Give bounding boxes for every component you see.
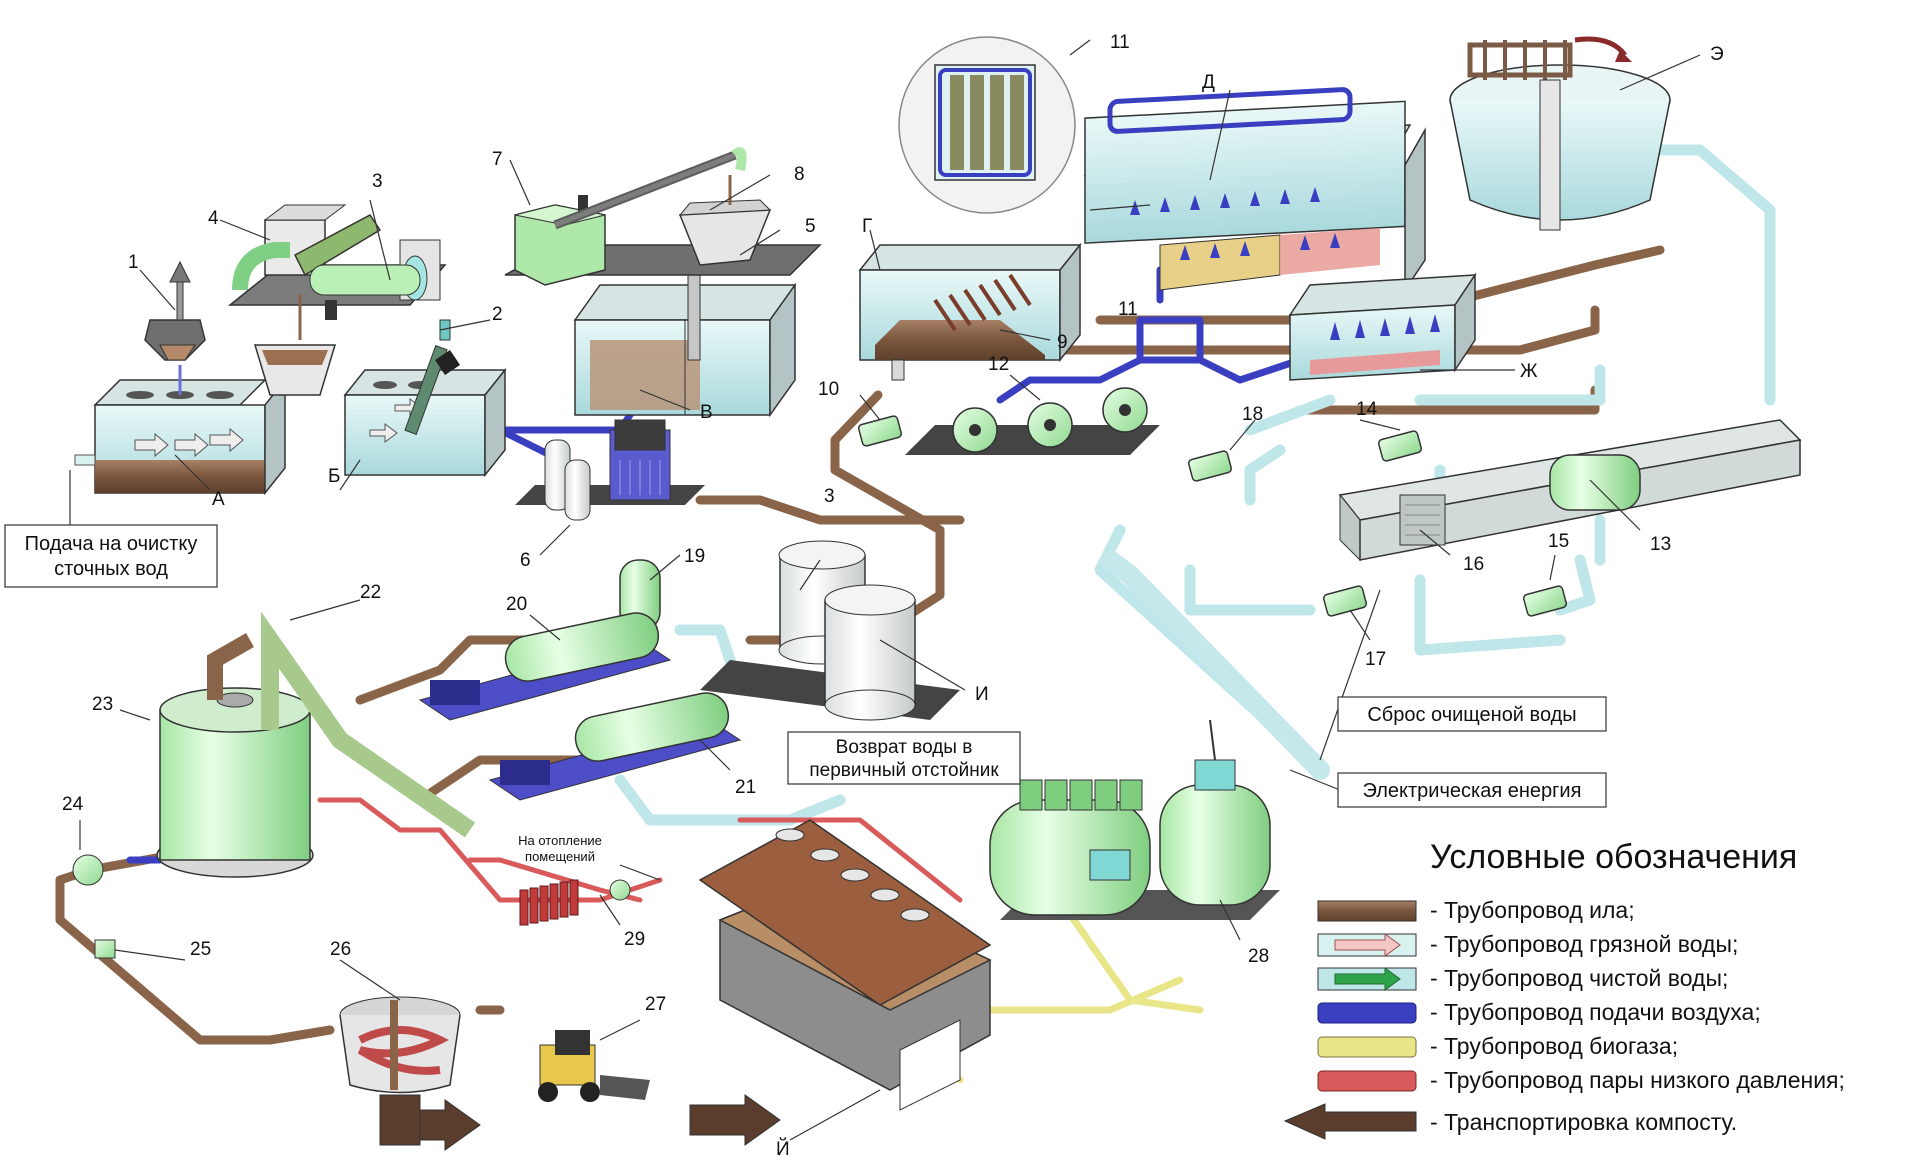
callout-discharge-text: Сброс очищеной воды [1367, 704, 1576, 726]
legend-item-dirty-water: - Трубопровод грязной воды; [1317, 931, 1738, 957]
label-10: 10 [818, 379, 839, 400]
tank-e [1449, 36, 1671, 231]
legend-item-compost: - Транспортировка компосту. [1283, 1103, 1737, 1140]
equipment-12-pumps [905, 387, 1160, 455]
equipment-6-blowers [515, 419, 705, 521]
legend-item-steam: - Трубопровод пары низкого давления; [1317, 1067, 1845, 1093]
label-29: 29 [624, 929, 645, 950]
callout-energy: Электрическая енергия [1337, 772, 1607, 808]
label-A: А [212, 489, 225, 510]
callout-input: Подача на очистку сточных вод [4, 524, 218, 588]
label-2: 2 [492, 304, 503, 325]
tank-g [858, 242, 1082, 381]
label-D: Д [1202, 72, 1215, 93]
label-12: 12 [988, 354, 1009, 375]
legend-item-sludge: - Трубопровод ила; [1317, 897, 1635, 923]
label-E: Э [1710, 44, 1724, 65]
legend-title: Условные обозначения [1430, 838, 1797, 876]
label-7: 7 [492, 149, 503, 170]
label-5: 5 [805, 216, 816, 237]
legend-label-sludge: - Трубопровод ила; [1430, 897, 1635, 923]
label-11a: 11 [1110, 32, 1130, 53]
label-19: 19 [684, 546, 705, 567]
label-14: 14 [1356, 399, 1378, 420]
equipment-7-8-conveyor [504, 147, 822, 286]
label-23: 23 [92, 694, 113, 715]
tank-a [74, 377, 286, 496]
tanks-3-and-i [700, 540, 960, 721]
legend-label-compost: - Транспортировка компосту. [1430, 1109, 1737, 1135]
callout-input-line2: сточных вод [54, 558, 168, 580]
label-16: 16 [1463, 554, 1484, 575]
label-3a: 3 [372, 171, 383, 192]
legend-item-air: - Трубопровод подачи воздуха; [1317, 999, 1761, 1025]
label-27: 27 [645, 994, 666, 1015]
label-1: 1 [128, 252, 139, 273]
callout-input-line1: Подача на очистку [25, 533, 198, 555]
label-24: 24 [62, 794, 84, 815]
valves [857, 415, 1568, 617]
callout-discharge: Сброс очищеной воды [1337, 696, 1607, 732]
building-y [698, 819, 992, 1111]
label-17: 17 [1365, 649, 1386, 670]
label-22: 22 [360, 582, 381, 603]
label-15: 15 [1548, 531, 1569, 552]
legend-label-biogas: - Трубопровод биогаза; [1430, 1033, 1678, 1059]
tank-zh [1288, 272, 1477, 381]
equipment-26-composter [339, 996, 481, 1151]
label-11b: 11 [1118, 299, 1138, 320]
callout-return: Возврат воды в первичный отстойник [787, 731, 1021, 785]
label-26: 26 [330, 939, 351, 960]
legend-label-air: - Трубопровод подачи воздуха; [1430, 999, 1761, 1025]
equipment-3-4-screw-press [227, 204, 447, 396]
legend: Условные обозначения - Трубопровод ила; … [1283, 838, 1845, 1140]
equipment-23-digester [156, 611, 476, 878]
callout-heating-line1: На отопление [518, 833, 602, 848]
equipment-28-generator [989, 719, 1280, 920]
equipment-1-hopper [144, 260, 206, 395]
label-20: 20 [506, 594, 527, 615]
legend-label-clean-water: - Трубопровод чистой воды; [1430, 965, 1728, 991]
equipment-13-16-filter [1338, 419, 1802, 562]
label-G: Г [862, 216, 872, 237]
equipment-11-detail [898, 36, 1076, 214]
label-25: 25 [190, 939, 211, 960]
label-I: И [975, 684, 989, 705]
label-3b: 3 [824, 486, 835, 507]
label-B: Б [328, 466, 340, 487]
callout-energy-text: Электрическая енергия [1363, 780, 1582, 802]
leader-lines [69, 39, 1701, 1141]
label-Zh: Ж [1520, 361, 1538, 382]
callout-return-line1: Возврат воды в [836, 737, 973, 758]
label-28: 28 [1248, 946, 1269, 967]
tank-b [343, 319, 507, 478]
equipment-24-pump [72, 854, 116, 959]
label-21: 21 [735, 777, 756, 798]
label-6: 6 [520, 550, 531, 571]
legend-label-dirty-water: - Трубопровод грязной воды; [1430, 931, 1738, 957]
label-13: 13 [1650, 534, 1671, 555]
compost-arrow [689, 1094, 781, 1146]
tank-d [1083, 87, 1426, 293]
label-8: 8 [794, 164, 805, 185]
label-Y: Й [776, 1138, 790, 1160]
legend-item-biogas: - Трубопровод биогаза; [1317, 1033, 1678, 1059]
callout-heating-line2: помещений [525, 849, 595, 864]
legend-item-clean-water: - Трубопровод чистой воды; [1317, 965, 1728, 991]
legend-label-steam: - Трубопровод пары низкого давления; [1430, 1067, 1845, 1093]
callout-heating: На отопление помещений [518, 833, 602, 864]
label-18: 18 [1242, 404, 1263, 425]
equipment-29-radiator [519, 879, 631, 926]
equipment-27-loader [538, 1030, 650, 1102]
equipment-19-21-centrifuges [418, 559, 742, 801]
label-V: В [700, 402, 713, 423]
labels: 1 2 3 3 4 5 6 7 8 9 10 11 11 12 13 14 15… [62, 32, 1724, 1160]
callout-return-line2: первичный отстойник [809, 760, 999, 781]
label-4: 4 [208, 208, 219, 229]
tank-v [573, 264, 797, 418]
label-9: 9 [1057, 332, 1068, 353]
discharge-pipe [1100, 550, 1330, 780]
